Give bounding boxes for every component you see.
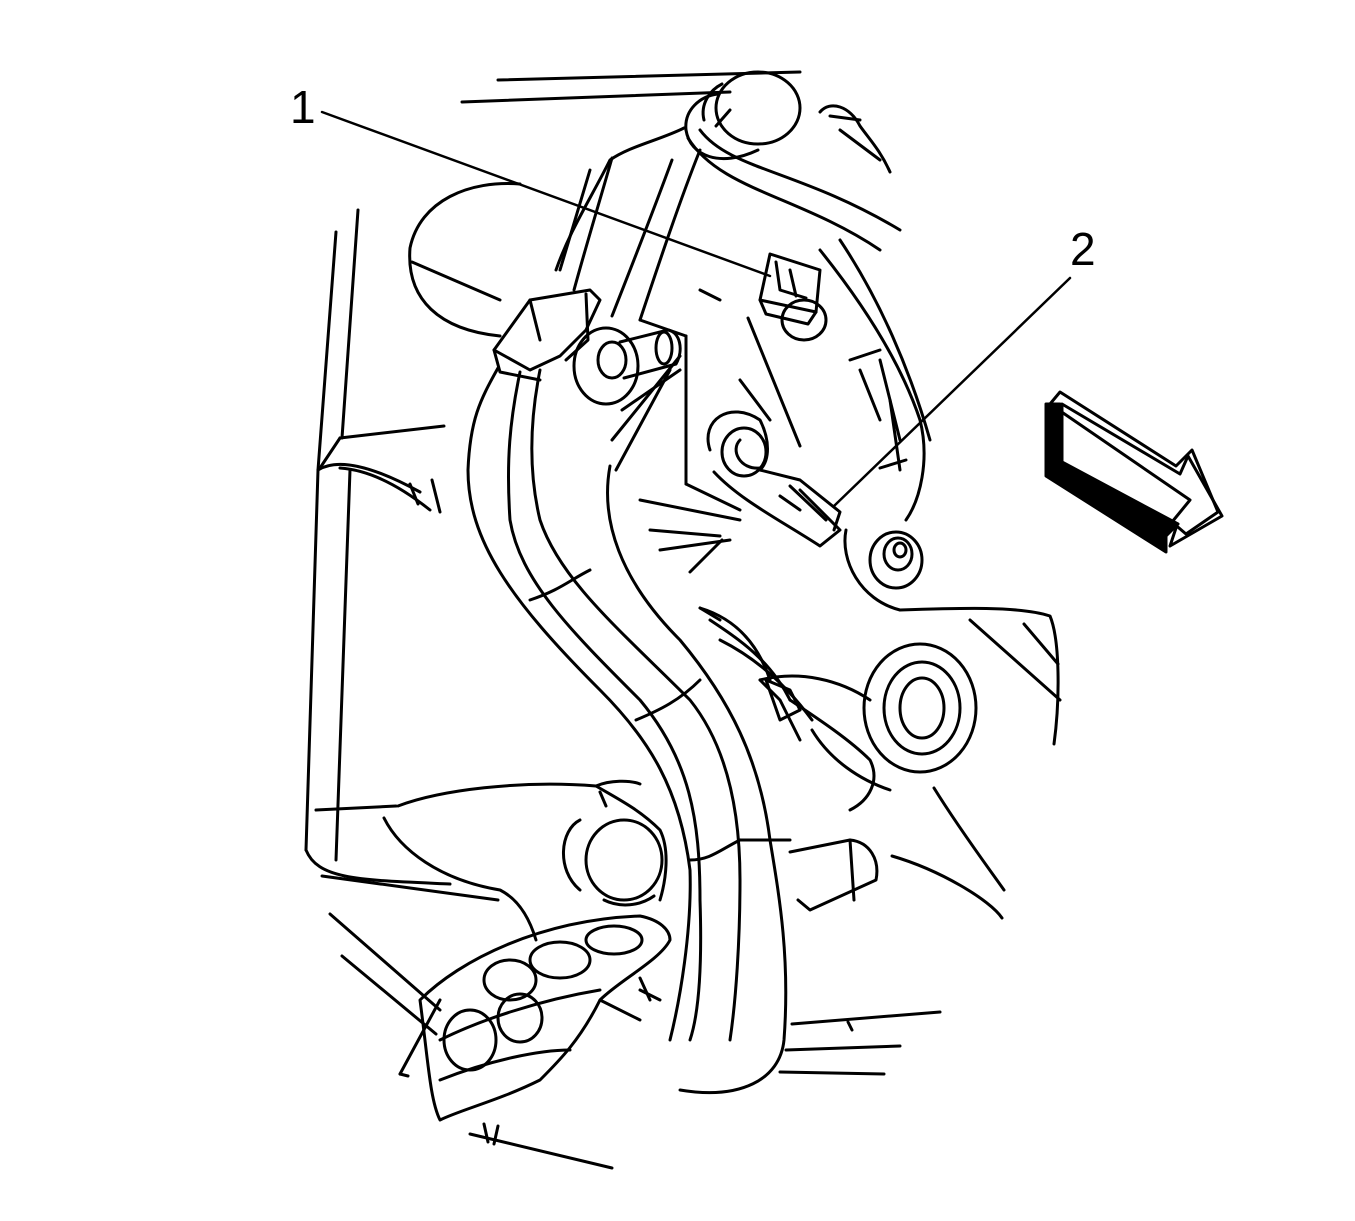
pushrod-clip-item-2 [708,412,840,546]
callout-label-1: 1 [290,81,316,133]
pedal-pivot-bolt [574,328,680,404]
double-outline-arrow-icon [1046,392,1222,552]
pedal-pad [400,916,670,1120]
callout-leader-lines [322,112,1070,506]
brake-switch-item-1 [760,254,826,340]
wiring-harness [700,608,976,810]
pedal-bracket [556,72,930,572]
mounting-nut [845,530,922,610]
brake-pedal-arm [468,290,790,1093]
callout-label-2: 2 [1070,223,1096,275]
background-structure-lines [306,72,1060,1168]
booster-body [410,184,520,336]
pedal-lower-bracket [316,781,666,940]
accelerator-mount [760,680,877,910]
